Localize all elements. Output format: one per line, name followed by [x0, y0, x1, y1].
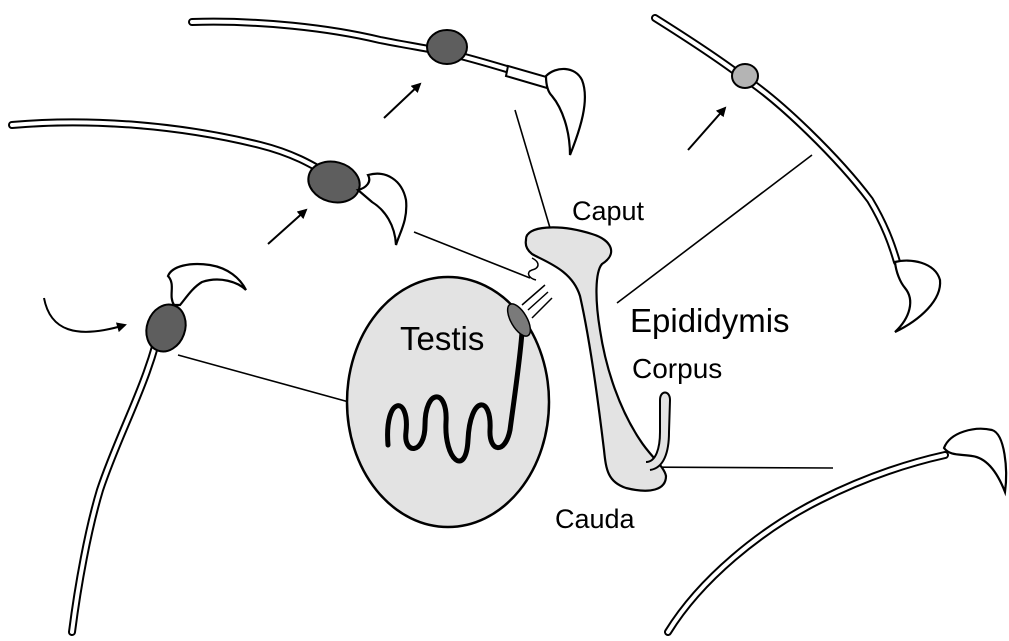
sperm-cauda-head: [944, 429, 1006, 492]
arrow-efferent: [268, 210, 306, 244]
sperm-caput-head: [546, 69, 585, 155]
sperm-caput: [192, 22, 585, 155]
leader-line-caput-sperm: [515, 110, 553, 238]
sperm-corpus-head: [895, 261, 940, 332]
caput-coil: [529, 258, 538, 280]
sperm-testicular-head: [168, 264, 246, 305]
arrow-caput: [384, 84, 420, 118]
label-corpus: Corpus: [632, 355, 722, 383]
label-epididymis: Epididymis: [630, 304, 790, 337]
sperm-efferent-head: [358, 174, 406, 245]
curved-arrow: [44, 298, 125, 332]
sperm-cauda: [668, 429, 1006, 632]
efferent-ductules: [522, 285, 552, 318]
arrow-corpus: [688, 108, 725, 150]
sperm-efferent: [12, 122, 406, 245]
label-caput: Caput: [572, 198, 644, 225]
sperm-testicular: [72, 264, 246, 632]
label-testis: Testis: [400, 322, 484, 355]
testis: [347, 277, 552, 527]
leader-line-efferent-sperm: [414, 232, 530, 278]
sperm-corpus: [655, 18, 940, 332]
label-cauda: Cauda: [555, 506, 635, 533]
leader-line-corpus-sperm: [617, 155, 812, 303]
